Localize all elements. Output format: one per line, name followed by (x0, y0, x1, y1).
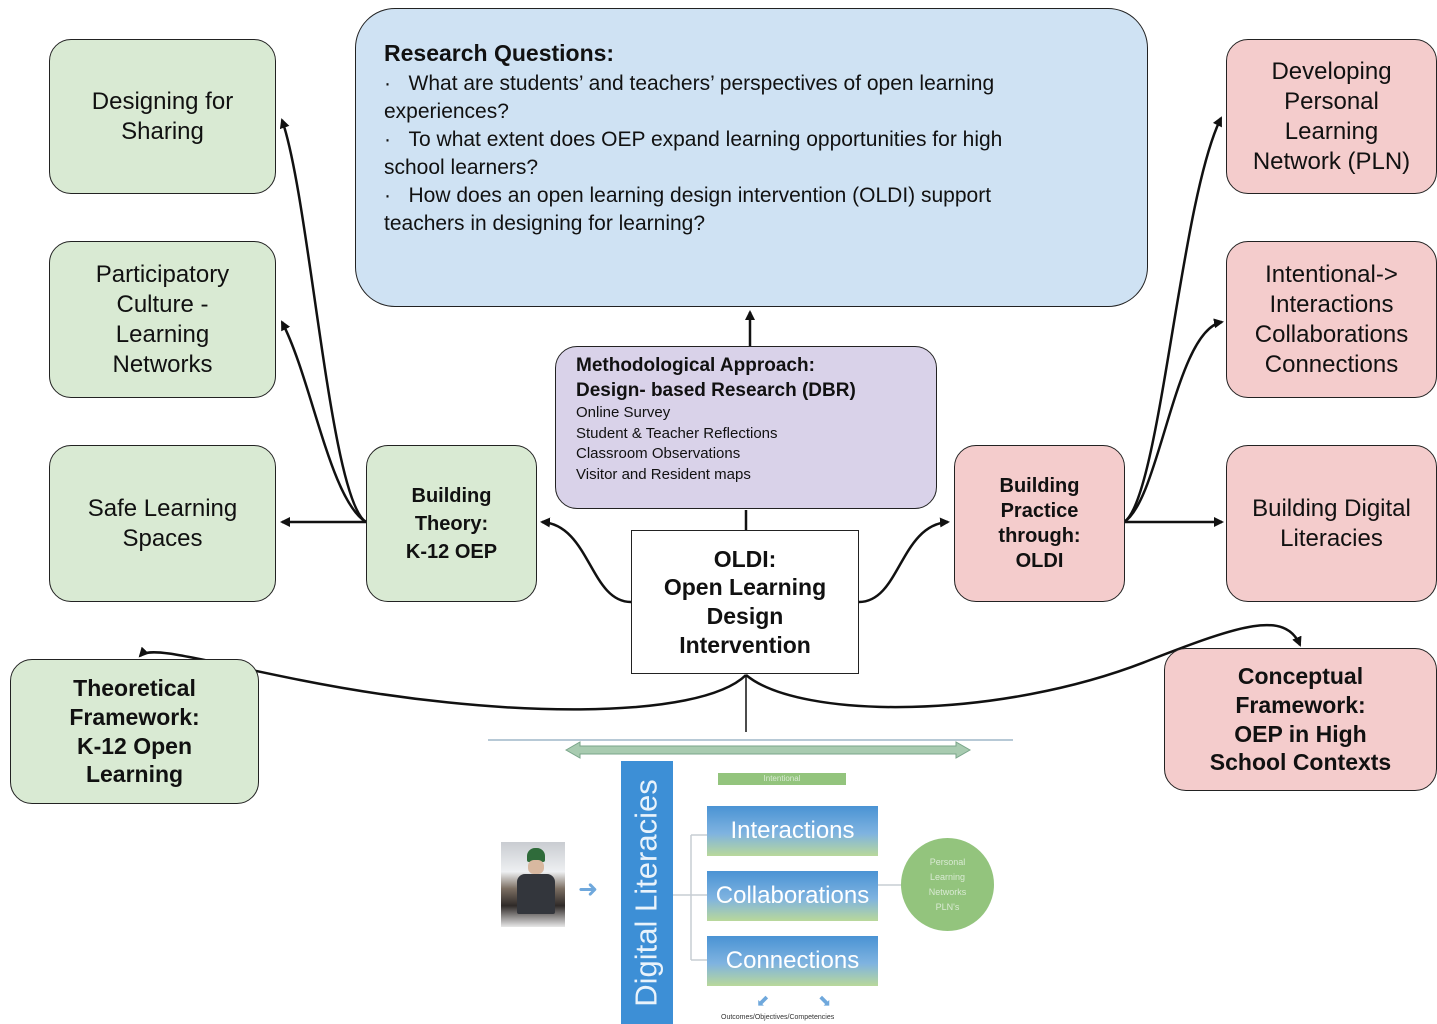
safe-learning-spaces-box: Safe Learning Spaces (49, 445, 276, 602)
participatory-culture-box: Participatory Culture - Learning Network… (49, 241, 276, 398)
pln-line: Learning (929, 871, 966, 882)
pln-line: Networks (928, 886, 967, 897)
box-line: Framework: (69, 703, 200, 730)
building-theory-box: Building Theory: K-12 OEP (366, 445, 537, 602)
research-question-line: school learners? (384, 155, 539, 179)
arrow-to-conceptual-framework (745, 623, 1302, 709)
box-line: Collaborations (1254, 320, 1409, 348)
band-to-pln-line (878, 884, 902, 886)
right-arrow-icon: ➜ (578, 876, 599, 903)
photo-hat (527, 848, 545, 862)
research-questions-title: Research Questions: (384, 40, 615, 66)
photo-face (528, 860, 544, 874)
box-line: Personal (1284, 87, 1379, 115)
oldi-line: Design (706, 603, 784, 629)
box-line: Learning (1284, 117, 1379, 145)
box-line: OEP in High (1234, 720, 1367, 747)
oldi-box: OLDI: Open Learning Design Intervention (631, 530, 859, 674)
method-item: Visitor and Resident maps (576, 465, 751, 483)
box-line: Culture - (116, 290, 209, 318)
method-title: Methodological Approach: (576, 355, 815, 376)
arrow-to-developing-pln (1123, 116, 1223, 524)
box-line: K-12 OEP (405, 540, 498, 563)
building-practice-box: Building Practice through: OLDI (954, 445, 1125, 602)
box-line: Safe Learning (87, 494, 238, 522)
intentional-interactions-box: Intentional-> Interactions Collaboration… (1226, 241, 1437, 398)
arrow-to-theoretical-framework (138, 646, 747, 711)
box-line: Developing (1271, 57, 1392, 85)
down-arrow-icon: ⬊ (818, 993, 832, 1010)
box-line: Practice (1000, 499, 1079, 522)
box-line: Intentional-> (1265, 260, 1398, 288)
bracket-lines (673, 834, 707, 961)
box-line: School Contexts (1209, 749, 1392, 776)
box-line: Spaces (122, 524, 203, 552)
connections-band: Connections (707, 936, 878, 986)
box-line: Building (411, 484, 492, 507)
research-questions-box: Research Questions: · What are students’… (355, 8, 1148, 307)
arrow-oldi-to-building-theory (540, 517, 632, 604)
box-line: Building Digital (1252, 494, 1411, 522)
box-line: Sharing (121, 117, 204, 145)
box-line: OLDI (1015, 549, 1064, 572)
box-line: Networks (112, 350, 213, 378)
box-line: Participatory (95, 260, 230, 288)
oldi-line: Open Learning (663, 574, 827, 601)
building-digital-literacies-box: Building Digital Literacies (1226, 445, 1437, 602)
research-question-line: experiences? (384, 99, 509, 123)
box-line: Framework: (1235, 691, 1366, 718)
method-item: Classroom Observations (576, 445, 741, 462)
developing-pln-box: Developing Personal Learning Network (PL… (1226, 39, 1437, 194)
arrow-oldi-to-building-practice (858, 517, 950, 604)
box-line: Theory: (414, 512, 489, 535)
conceptual-framework-box: Conceptual Framework: OEP in High School… (1164, 648, 1437, 791)
photo-coat (517, 874, 555, 914)
intentional-bar: Intentional (718, 773, 846, 785)
box-line: Network (PLN) (1252, 147, 1411, 175)
digital-literacies-bar: Digital Literacies (621, 761, 673, 1024)
box-line: Connections (1264, 350, 1399, 378)
research-question-line: · To what extent does OEP expand learnin… (384, 127, 1003, 151)
arrow-to-designing-for-sharing (279, 118, 367, 524)
oldi-line: OLDI: (713, 545, 777, 572)
interactions-band: Interactions (707, 806, 878, 856)
oldi-line: Intervention (679, 631, 811, 658)
theoretical-framework-box: Theoretical Framework: K-12 Open Learnin… (10, 659, 259, 804)
box-line: Designing for (91, 87, 234, 115)
box-line: Learning (85, 761, 184, 788)
arrow-to-participatory-culture (280, 320, 367, 524)
collaborations-band: Collaborations (707, 871, 878, 921)
student-photo (501, 842, 565, 927)
research-question-line: teachers in designing for learning? (384, 211, 706, 235)
down-arrow-icon: ⬋ (756, 993, 770, 1010)
method-item: Online Survey (576, 404, 671, 421)
box-line: Building (999, 474, 1080, 497)
designing-for-sharing-box: Designing for Sharing (49, 39, 276, 194)
pln-line: PLN's (935, 901, 960, 912)
research-question-line: · How does an open learning design inter… (384, 183, 992, 207)
outcomes-label: Outcomes/Objectives/Competencies (721, 1014, 835, 1021)
box-line: Learning (115, 320, 210, 348)
method-subtitle: Design- based Research (DBR) (576, 380, 856, 401)
box-line: through: (998, 524, 1081, 547)
pln-circle: Personal Learning Networks PLN's (901, 838, 994, 931)
box-line: K-12 Open (76, 732, 193, 759)
digital-literacies-label: Digital Literacies (629, 778, 664, 1007)
box-line: Interactions (1269, 290, 1394, 318)
pln-line: Personal (929, 856, 966, 867)
figure-top-rule (488, 739, 1013, 759)
box-line: Theoretical (73, 675, 196, 701)
box-line: Literacies (1280, 524, 1383, 552)
research-question-line: · What are students’ and teachers’ persp… (384, 71, 995, 95)
arrow-to-intentional (1123, 318, 1224, 524)
method-item: Student & Teacher Reflections (576, 424, 778, 442)
methodological-approach-box: Methodological Approach: Design- based R… (555, 346, 937, 509)
box-line: Conceptual (1237, 663, 1364, 689)
digital-literacies-figure: ➜ Digital Literacies Intentional Interac… (488, 735, 1018, 1024)
